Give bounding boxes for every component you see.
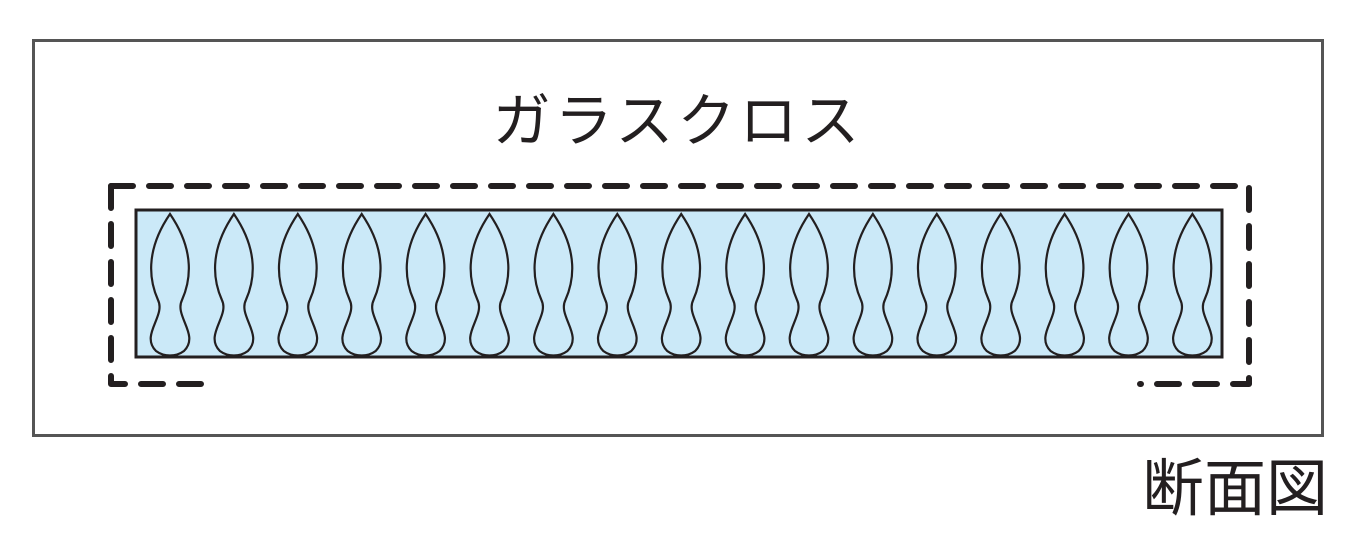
fiber-loop <box>213 212 255 357</box>
fiber-loop <box>405 212 446 357</box>
cross-section-caption: 断面図 <box>1141 452 1328 525</box>
wrap-left-dashed-line <box>108 183 217 387</box>
fiber-loop <box>1044 212 1085 357</box>
fiber-loop <box>724 212 766 357</box>
wrap-top-dashed-line <box>108 183 1252 387</box>
fiber-loop <box>916 212 958 357</box>
glass-cloth-wrap <box>108 183 1252 387</box>
fiber-loop <box>980 212 1022 357</box>
fiber-loop <box>341 212 383 357</box>
fiber-loop <box>852 212 894 357</box>
fiber-loop <box>533 212 574 357</box>
insulation-core <box>134 208 1224 359</box>
fiber-loop <box>149 212 191 357</box>
fiber-loop <box>1108 212 1149 357</box>
fiber-loop <box>596 212 638 357</box>
fiber-loop <box>469 212 510 357</box>
diagram-frame <box>32 39 1324 437</box>
fiber-loop <box>660 212 702 357</box>
fiber-loops <box>149 212 1213 357</box>
fiber-loop <box>1172 212 1213 357</box>
glass-cloth-label: ガラスクロス <box>492 87 864 155</box>
fiber-loop <box>788 212 830 357</box>
fiber-loop <box>277 212 319 357</box>
